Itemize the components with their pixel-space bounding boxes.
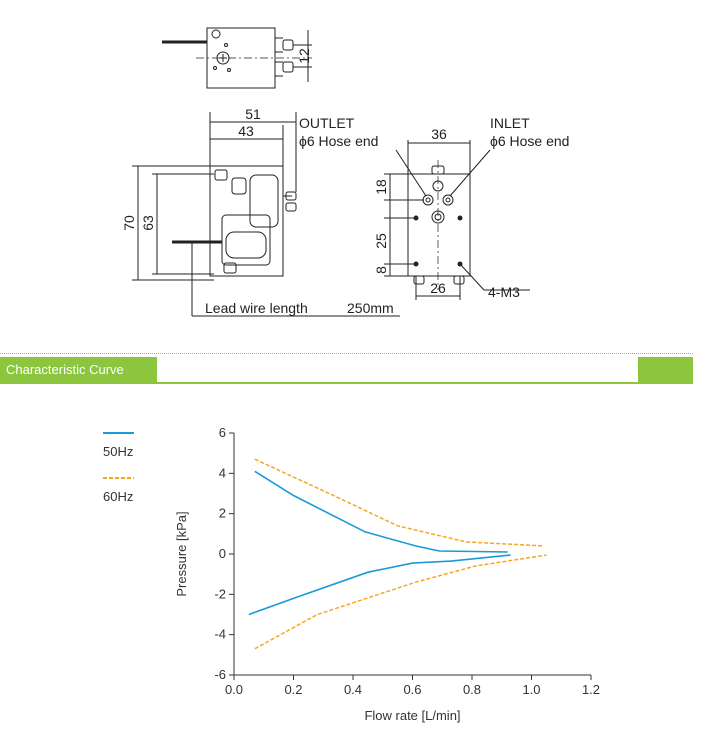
top-hose-upper — [282, 39, 294, 51]
series-line-60hz-upper — [254, 458, 544, 547]
x-tick-label: 0.4 — [344, 682, 362, 697]
dim-51: 51 — [245, 106, 261, 122]
y-tick-label: 6 — [219, 425, 226, 440]
y-tick-label: 4 — [219, 465, 226, 480]
outlet-label: OUTLET — [299, 115, 355, 131]
series-line-50hz-upper — [254, 470, 508, 553]
dim-18: 18 — [373, 179, 389, 195]
dim-70: 70 — [121, 215, 137, 231]
x-tick-label: 0.8 — [463, 682, 481, 697]
chart-legend: 50Hz 60Hz — [103, 432, 134, 504]
inlet-port — [442, 194, 454, 206]
top-hose-lower — [282, 61, 294, 73]
y-tick-label: 0 — [219, 546, 226, 561]
banner-end-block — [638, 357, 693, 383]
legend-label-50hz: 50Hz — [103, 444, 133, 459]
series-line-50hz-lower — [248, 554, 511, 616]
x-tick-label: 0.6 — [403, 682, 421, 697]
dim-12: 12 — [296, 48, 312, 64]
motor-housing — [249, 174, 279, 228]
dim-36: 36 — [431, 126, 447, 142]
y-axis-label: Pressure [kPa] — [174, 511, 189, 596]
banner-title-block — [0, 357, 157, 383]
inlet-hose-label: ϕ6 Hose end — [490, 133, 569, 149]
y-tick-label: -6 — [214, 667, 226, 682]
dim-43: 43 — [238, 123, 254, 139]
dim-63: 63 — [140, 215, 156, 231]
y-tick-label: -4 — [214, 627, 226, 642]
lead-wire-label: Lead wire length — [205, 300, 308, 316]
x-axis-label: Flow rate [L/min] — [364, 708, 460, 723]
banner-dotted-rule — [0, 353, 693, 354]
outlet-port — [422, 194, 434, 206]
series-line-60hz-lower — [254, 554, 547, 650]
section-title: Characteristic Curve — [6, 362, 124, 377]
x-tick-label: 1.0 — [522, 682, 540, 697]
characteristic-chart: 50Hz 60Hz 0.0 0.2 0.4 0.6 0.8 1.0 1.2 -6 -4 -2 0 2 4 6… — [103, 425, 600, 723]
chart-series — [248, 458, 547, 650]
y-tick-label: 2 — [219, 506, 226, 521]
legend-label-60hz: 60Hz — [103, 489, 133, 504]
dimension-drawing: 12 51 43 36 70 63 18 25 8 26 OUTLET ϕ6 H… — [121, 27, 569, 317]
x-tick-label: 0.2 — [284, 682, 302, 697]
dim-8: 8 — [373, 266, 389, 274]
front-view-body — [407, 173, 471, 277]
screw-label: 4-M3 — [488, 284, 520, 300]
y-tick-label: -2 — [214, 586, 226, 601]
x-tick-label: 0.0 — [225, 682, 243, 697]
side-view-body — [209, 165, 284, 277]
side-hose-lower — [285, 202, 297, 212]
x-tick-label: 1.2 — [582, 682, 600, 697]
dim-26: 26 — [430, 280, 446, 296]
outlet-hose-label: ϕ6 Hose end — [299, 133, 378, 149]
side-hose-upper — [285, 191, 297, 201]
top-screw-1 — [211, 29, 221, 39]
section-banner: Characteristic Curve — [0, 353, 693, 384]
dim-25: 25 — [373, 233, 389, 249]
banner-underline — [0, 382, 693, 384]
lead-wire-value: 250mm — [347, 300, 394, 316]
inlet-label: INLET — [490, 115, 530, 131]
